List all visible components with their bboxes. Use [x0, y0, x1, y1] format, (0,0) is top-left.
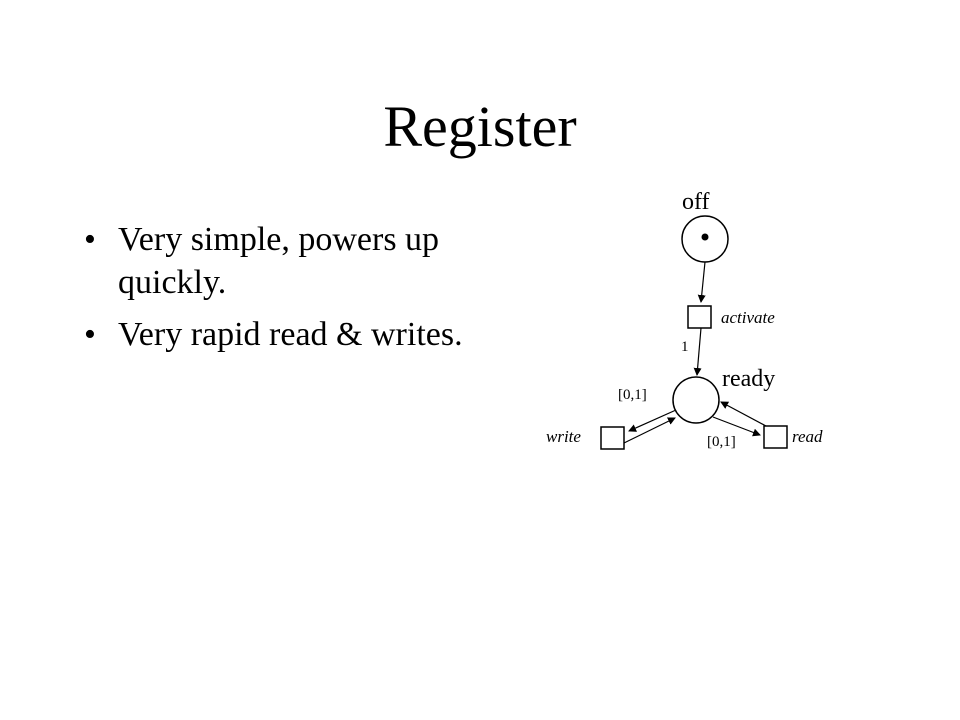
- bullet-text: Very simple, powers up quickly.: [118, 221, 440, 301]
- place-off-label: off: [682, 189, 710, 215]
- bullet-item: • Very simple, powers up quickly.: [84, 218, 464, 304]
- slide-title: Register: [383, 94, 577, 159]
- arc-interval-label-write: [0,1]: [618, 387, 647, 403]
- bullet-icon: •: [84, 221, 96, 258]
- arc-ready-to-write: [628, 409, 677, 432]
- transition-write: [600, 426, 625, 450]
- bullet-item: • Very rapid read & writes.: [84, 313, 464, 356]
- token-off: [701, 233, 709, 241]
- transition-activate-label: activate: [721, 308, 775, 327]
- transition-read: [763, 425, 788, 449]
- arc-weight-label: 1: [681, 339, 689, 355]
- bullet-list: • Very simple, powers up quickly. • Very…: [84, 218, 464, 365]
- transition-read-label: read: [792, 427, 823, 446]
- bullet-text: Very rapid read & writes.: [118, 316, 463, 353]
- place-ready: [672, 376, 720, 424]
- place-ready-label: ready: [722, 366, 775, 392]
- arc-interval-label-read: [0,1]: [707, 434, 736, 450]
- transition-write-label: write: [546, 427, 581, 446]
- arc-ready-to-read: [712, 416, 761, 437]
- arc-read-to-ready: [720, 401, 767, 427]
- arc-write-to-ready: [623, 417, 676, 444]
- arc-off-to-activate: [697, 261, 706, 303]
- arc-activate-to-ready: [693, 327, 702, 376]
- bullet-icon: •: [84, 316, 96, 353]
- transition-activate: [687, 305, 712, 329]
